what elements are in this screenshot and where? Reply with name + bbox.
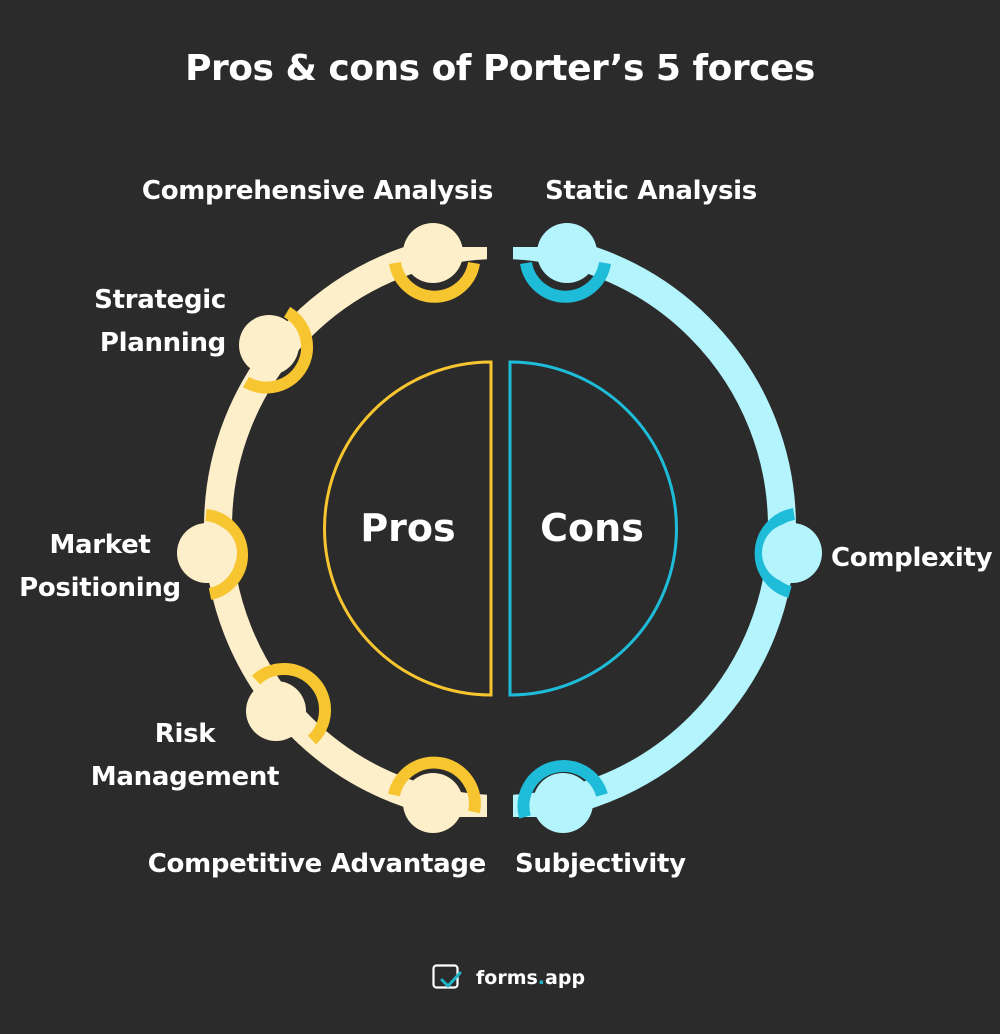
label-static-analysis: Static Analysis — [545, 176, 757, 206]
label-risk-management: Risk Management — [90, 719, 280, 792]
pros-label: Pros — [360, 506, 456, 550]
node-subjectivity — [517, 759, 608, 833]
node-static-analysis — [520, 223, 611, 303]
node-strategic-planning — [239, 306, 314, 394]
node-complexity — [754, 508, 822, 598]
brand-name: forms.app — [476, 967, 586, 989]
node-competitive-advantage — [388, 756, 481, 833]
label-competitive-advantage: Competitive Advantage — [147, 849, 487, 879]
page-title: Pros & cons of Porter’s 5 forces — [185, 48, 815, 89]
cons-half-circle — [508, 360, 678, 697]
forms-app-check-icon — [432, 964, 462, 989]
brand-logo: forms.app — [432, 964, 585, 992]
node-market-positioning — [177, 509, 248, 600]
node-comprehensive-analysis — [389, 223, 480, 303]
label-market-positioning: Market Positioning — [19, 530, 181, 603]
label-complexity: Complexity — [831, 543, 993, 573]
label-comprehensive-analysis: Comprehensive Analysis — [141, 176, 493, 206]
node-risk-management — [246, 662, 331, 745]
label-strategic-planning: Strategic Planning — [94, 285, 226, 358]
cons-label: Cons — [540, 506, 644, 550]
pros-half-circle — [323, 360, 493, 697]
label-subjectivity: Subjectivity — [515, 849, 686, 879]
